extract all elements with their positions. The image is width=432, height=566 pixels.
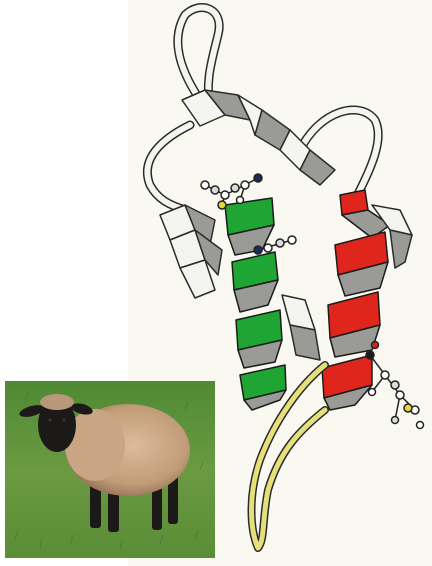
sheep-photo [5, 381, 215, 558]
